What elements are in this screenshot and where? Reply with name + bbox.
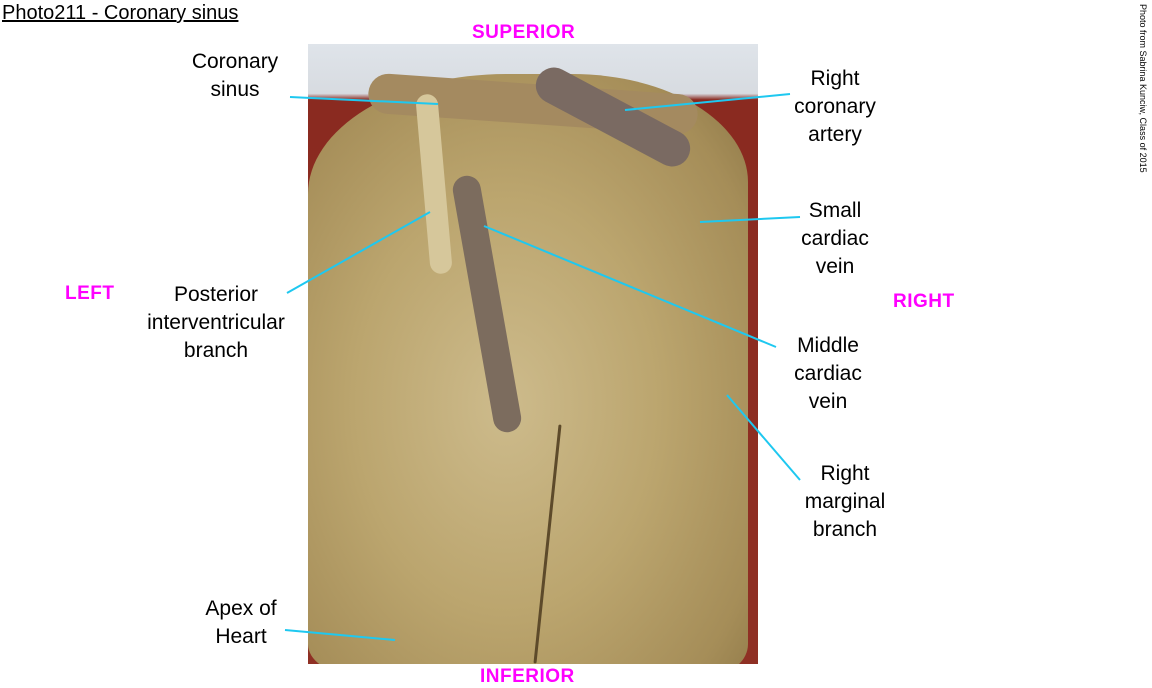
label-line: branch: [183, 339, 249, 362]
label-line: sinus: [210, 78, 260, 101]
leader-right-marginal: [726, 394, 801, 481]
leader-right-coronary: [624, 93, 791, 111]
label-small-cardiac-vein: Small cardiac vein: [735, 197, 935, 281]
label-middle-cardiac-vein: Middle cardiac vein: [728, 332, 928, 416]
leader-apex: [284, 629, 396, 641]
label-line: Right: [810, 67, 860, 90]
label-line: artery: [808, 123, 862, 146]
direction-right: RIGHT: [893, 291, 955, 312]
label-line: Right: [820, 462, 870, 485]
leader-middle-cardiac: [483, 225, 777, 348]
label-apex-of-heart: Apex of Heart: [141, 595, 341, 651]
label-line: Apex of: [205, 597, 277, 620]
leader-small-cardiac: [699, 216, 801, 223]
label-line: interventricular: [147, 311, 285, 334]
label-line: coronary: [794, 95, 876, 118]
label-line: branch: [812, 518, 878, 541]
direction-left: LEFT: [65, 283, 115, 304]
label-line: vein: [808, 390, 848, 413]
label-line: Small: [808, 199, 862, 222]
label-line: Coronary: [191, 50, 279, 73]
label-right-coronary-artery: Right coronary artery: [735, 65, 935, 149]
label-right-marginal-branch: Right marginal branch: [745, 460, 945, 544]
leader-posterior-iv: [286, 211, 431, 294]
label-line: cardiac: [794, 362, 862, 385]
label-posterior-interventricular: Posterior interventricular branch: [116, 281, 316, 365]
label-line: cardiac: [801, 227, 869, 250]
label-line: marginal: [804, 490, 886, 513]
heart-photo: [308, 44, 758, 664]
label-line: vein: [815, 255, 855, 278]
leader-coronary-sinus: [289, 96, 439, 105]
label-line: Posterior: [173, 283, 259, 306]
photo-credit: Photo from Sabrina Kunciw, Class of 2015: [1138, 4, 1148, 173]
label-line: Middle: [797, 334, 859, 357]
direction-inferior: INFERIOR: [480, 666, 575, 687]
label-coronary-sinus: Coronary sinus: [135, 48, 335, 104]
direction-superior: SUPERIOR: [472, 22, 576, 43]
slide-title: Photo211 - Coronary sinus: [2, 2, 239, 24]
label-line: Heart: [215, 625, 267, 648]
heart-specimen: [308, 74, 748, 664]
